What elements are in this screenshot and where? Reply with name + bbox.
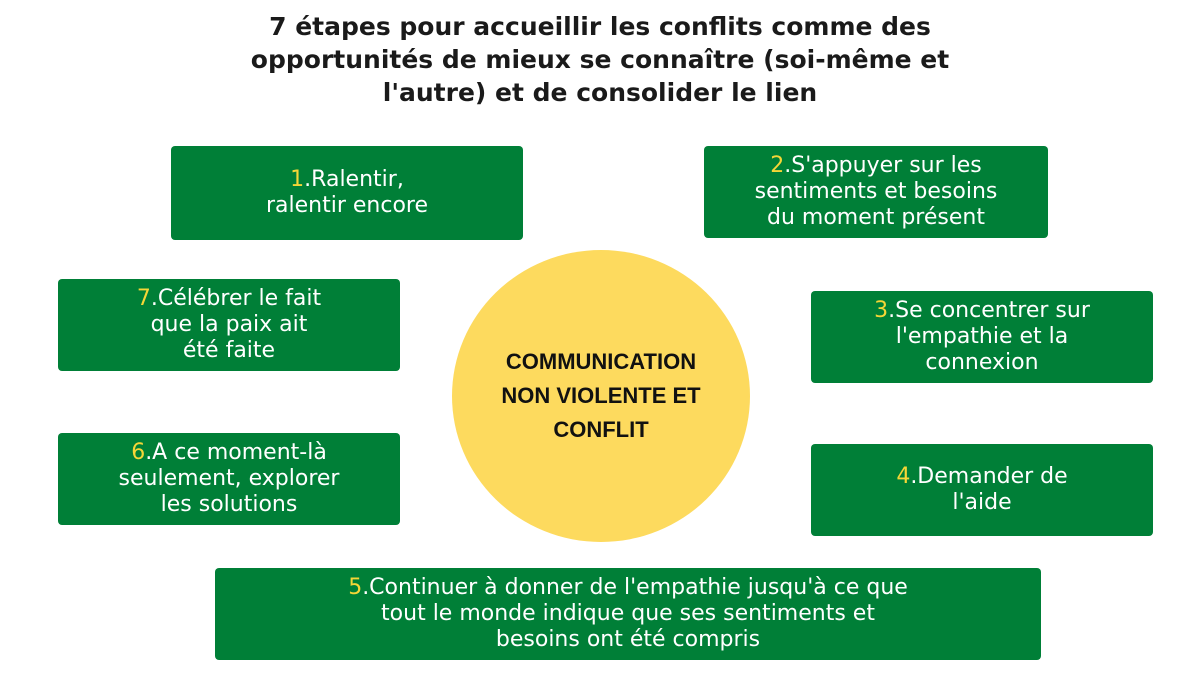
step-text: sentiments et besoins (754, 179, 998, 204)
step-text: .Demander de (910, 464, 1068, 489)
step-text: du moment présent (767, 205, 985, 230)
center-line: CONFLIT (553, 417, 649, 442)
step-text: les solutions (160, 492, 298, 517)
step-7-box: 7.Célébrer le fait que la paix ait été f… (58, 279, 400, 371)
step-number: 4 (896, 464, 911, 489)
step-number: 7 (136, 286, 151, 311)
title-line: 7 étapes pour accueillir les conflits co… (269, 12, 931, 41)
step-text: l'empathie et la (895, 324, 1069, 349)
step-number: 5 (348, 575, 363, 600)
step-text: connexion (925, 350, 1039, 375)
step-2-box: 2.S'appuyer sur les sentiments et besoin… (704, 146, 1048, 238)
step-text: tout le monde indique que ses sentiments… (381, 601, 875, 626)
step-text: .Continuer à donner de l'empathie jusqu'… (362, 575, 908, 600)
step-text: besoins ont été compris (495, 627, 761, 652)
step-text: que la paix ait (150, 312, 308, 337)
center-circle: COMMUNICATION NON VIOLENTE ET CONFLIT (452, 250, 750, 542)
step-number: 2 (770, 153, 785, 178)
step-text: .Se concentrer sur (888, 298, 1090, 323)
step-number: 6 (131, 440, 146, 465)
step-number: 3 (874, 298, 889, 323)
step-5-box: 5.Continuer à donner de l'empathie jusqu… (215, 568, 1041, 660)
page-title: 7 étapes pour accueillir les conflits co… (0, 10, 1200, 109)
step-1-box: 1.Ralentir, ralentir encore (171, 146, 523, 240)
step-4-box: 4.Demander de l'aide (811, 444, 1153, 536)
step-3-box: 3.Se concentrer sur l'empathie et la con… (811, 291, 1153, 383)
step-text: seulement, explorer (118, 466, 340, 491)
step-6-box: 6.A ce moment-là seulement, explorer les… (58, 433, 400, 525)
step-number: 1 (290, 167, 305, 192)
step-text: été faite (182, 338, 276, 363)
center-line: NON VIOLENTE ET (501, 383, 701, 408)
step-text: l'aide (952, 490, 1012, 515)
center-line: COMMUNICATION (505, 349, 697, 374)
step-text: .S'appuyer sur les (784, 153, 982, 178)
step-text: ralentir encore (265, 193, 429, 218)
title-line: opportunités de mieux se connaître (soi-… (250, 45, 950, 74)
step-text: .A ce moment-là (145, 440, 327, 465)
step-text: .Ralentir, (304, 167, 404, 192)
step-text: .Célébrer le fait (150, 286, 322, 311)
title-line: l'autre) et de consolider le lien (382, 78, 818, 107)
